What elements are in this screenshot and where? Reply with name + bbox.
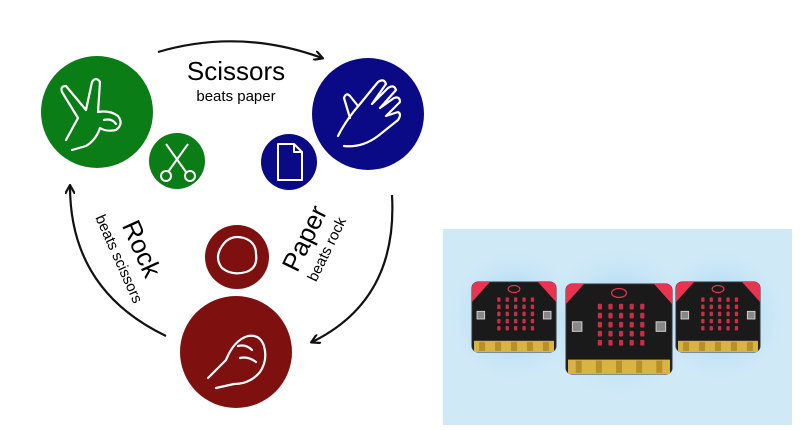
rock-item-circle — [205, 225, 269, 289]
arrow-rock-to-scissors — [70, 186, 167, 337]
flat-hand-icon — [336, 79, 402, 148]
rule-scissors-subtitle: beats paper — [196, 88, 275, 105]
rock-icon — [216, 235, 258, 275]
microbit-board-icon — [565, 283, 673, 375]
fist-icon — [206, 334, 267, 390]
microbit-boards — [471, 281, 761, 375]
paper-item-circle — [261, 134, 317, 190]
rule-scissors: Scissors beats paper — [187, 56, 285, 105]
rock-hand-circle — [180, 296, 292, 408]
arrow-paper-to-rock — [312, 194, 394, 342]
paper-hand-circle — [312, 58, 424, 170]
rule-scissors-title: Scissors — [187, 56, 285, 86]
arrow-scissors-to-paper — [157, 40, 322, 58]
scissors-icon — [160, 143, 196, 182]
microbit-board-icon — [675, 281, 761, 353]
microbit-panel — [443, 229, 792, 425]
scissors-node — [41, 56, 205, 189]
rule-paper: Paper beats rock — [276, 200, 351, 284]
peace-hand-icon — [60, 77, 122, 152]
rock-node — [180, 225, 292, 408]
microbit-board-icon — [471, 281, 557, 353]
document-icon — [277, 143, 303, 181]
paper-node — [261, 58, 424, 190]
